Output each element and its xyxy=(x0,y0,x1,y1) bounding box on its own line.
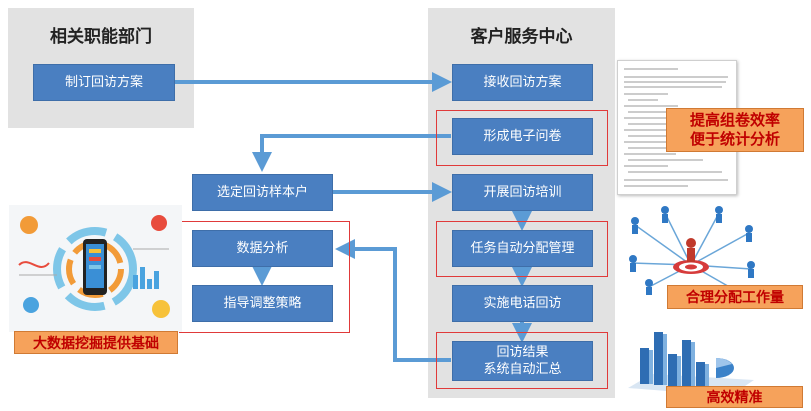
results-label-line1: 回访结果 xyxy=(496,345,549,360)
create-survey-box: 形成电子问卷 xyxy=(452,118,593,155)
arrow-survey-to-sample xyxy=(252,134,451,172)
efficiency-tag-line2: 便于统计分析 xyxy=(689,130,780,148)
efficiency-tag: 提高组卷效率 便于统计分析 xyxy=(666,108,804,152)
phone-visit-label: 实施电话回访 xyxy=(483,296,562,311)
make-plan-label: 制订回访方案 xyxy=(64,75,143,90)
results-label-line2: 系统自动汇总 xyxy=(483,362,562,377)
right-panel-title: 客户服务中心 xyxy=(470,27,573,47)
accurate-tag-label: 高效精准 xyxy=(706,390,763,406)
big-data-infographic-image xyxy=(9,205,182,332)
analysis-highlight-frame xyxy=(179,221,350,333)
workload-target-image xyxy=(623,203,761,295)
target-people-icon xyxy=(629,206,755,295)
select-sample-label: 选定回访样本户 xyxy=(216,185,308,200)
infographic-icon xyxy=(18,215,170,318)
task-assign-label: 任务自动分配管理 xyxy=(470,241,575,256)
workload-tag-label: 合理分配工作量 xyxy=(686,290,784,306)
big-data-tag: 大数据挖掘提供基础 xyxy=(14,331,178,354)
results-box: 回访结果 系统自动汇总 xyxy=(452,341,593,381)
training-box: 开展回访培训 xyxy=(452,174,593,211)
task-assign-box: 任务自动分配管理 xyxy=(452,230,593,267)
big-data-tag-label: 大数据挖掘提供基础 xyxy=(33,335,159,352)
arrow-results-to-analysis xyxy=(335,239,451,362)
task-highlight-frame xyxy=(436,221,608,277)
data-analysis-box: 数据分析 xyxy=(192,230,333,267)
phone-visit-box: 实施电话回访 xyxy=(452,285,593,322)
adjust-strategy-label: 指导调整策略 xyxy=(223,296,302,311)
select-sample-box: 选定回访样本户 xyxy=(192,174,333,211)
adjust-strategy-box: 指导调整策略 xyxy=(192,285,333,322)
results-highlight-frame xyxy=(436,332,608,389)
survey-highlight-frame xyxy=(436,110,608,166)
training-label: 开展回访培训 xyxy=(483,185,562,200)
accurate-tag: 高效精准 xyxy=(666,386,803,408)
receive-plan-label: 接收回访方案 xyxy=(483,75,562,90)
make-plan-box: 制订回访方案 xyxy=(33,64,175,101)
data-analysis-label: 数据分析 xyxy=(236,241,289,256)
efficiency-tag-line1: 提高组卷效率 xyxy=(689,111,780,129)
receive-plan-box: 接收回访方案 xyxy=(452,64,593,101)
create-survey-label: 形成电子问卷 xyxy=(483,129,562,144)
left-panel-title: 相关职能部门 xyxy=(50,27,152,47)
workload-tag: 合理分配工作量 xyxy=(667,285,803,309)
